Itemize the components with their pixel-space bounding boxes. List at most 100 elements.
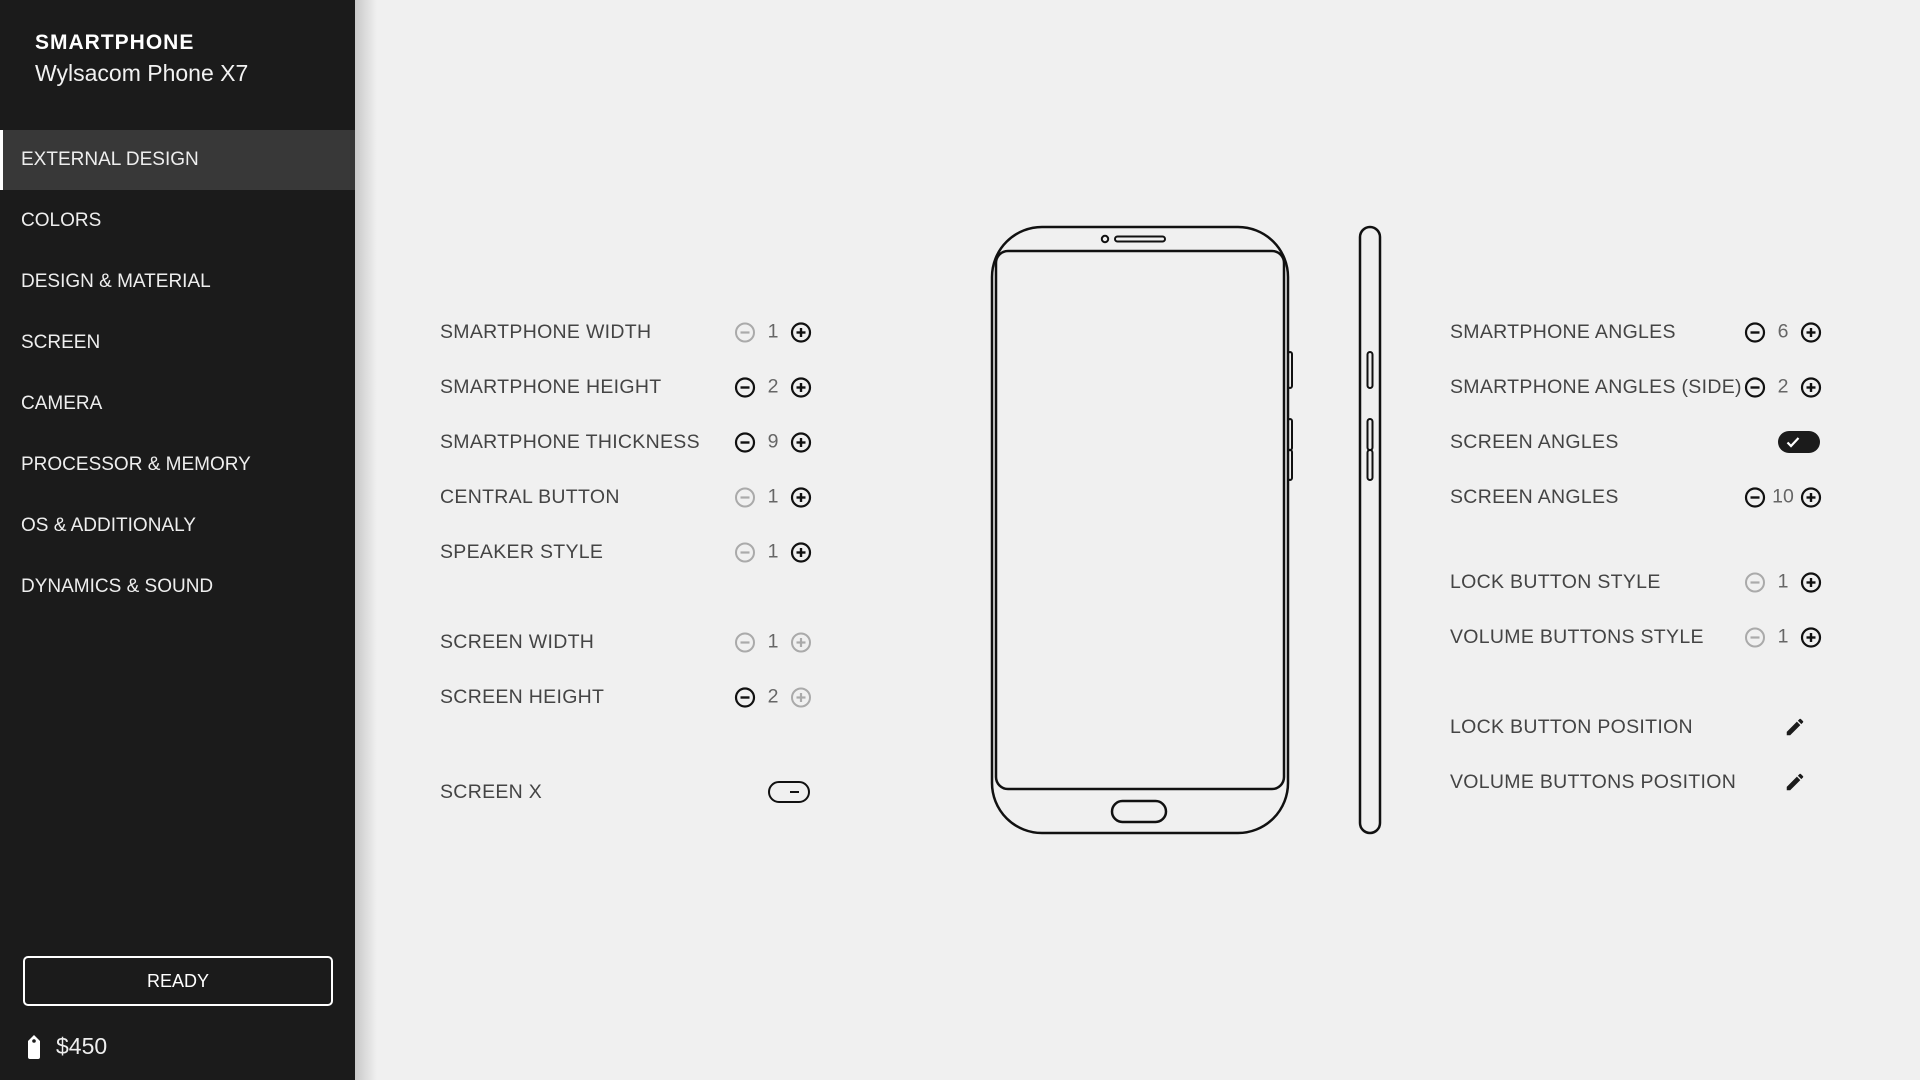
sidebar-item-screen[interactable]: SCREEN [21, 332, 101, 353]
stepper-value: 1 [1777, 570, 1789, 593]
product-name: Wylsacom Phone X7 [35, 60, 249, 86]
price-tag-icon [28, 1034, 40, 1059]
plus-circle-icon[interactable] [790, 541, 812, 563]
minus-circle-icon[interactable] [734, 631, 756, 653]
sidebar-item-camera[interactable]: CAMERA [21, 393, 103, 414]
plus-circle-icon[interactable] [1800, 376, 1822, 398]
pencil-icon[interactable] [1784, 771, 1806, 793]
option-smartphone-width: SMARTPHONE WIDTH 1 [440, 317, 812, 347]
plus-circle-icon[interactable] [790, 486, 812, 508]
edit-wrap [1784, 716, 1806, 738]
stepper-value: 2 [767, 375, 779, 398]
option-label: SCREEN ANGLES [1450, 430, 1619, 453]
minus-circle-icon[interactable] [734, 431, 756, 453]
minus-circle-icon[interactable] [734, 541, 756, 563]
brand: SMARTPHONE Wylsacom Phone X7 [35, 30, 248, 88]
option-smartphone-angles: SMARTPHONE ANGLES 6 [1450, 317, 1822, 347]
stepper: 6 [1744, 321, 1822, 344]
stepper-value: 1 [767, 485, 779, 508]
stepper: 1 [734, 541, 812, 564]
option-label: SCREEN X [440, 780, 543, 803]
option-label: SMARTPHONE ANGLES (SIDE) [1450, 375, 1742, 398]
stepper: 1 [1744, 571, 1822, 594]
stepper: 1 [1744, 626, 1822, 649]
option-smartphone-height: SMARTPHONE HEIGHT 2 [440, 372, 812, 402]
sidebar-item-processor-memory[interactable]: PROCESSOR & MEMORY [21, 454, 251, 475]
price-value: $450 [56, 1033, 108, 1059]
option-screen-angles: SCREEN ANGLES 10 [1450, 482, 1822, 512]
option-screen-x: SCREEN X [440, 777, 812, 807]
minus-circle-icon[interactable] [1744, 376, 1766, 398]
option-smartphone-thickness: SMARTPHONE THICKNESS 9 [440, 427, 812, 457]
toggle-wrap [768, 781, 810, 803]
option-label: SMARTPHONE THICKNESS [440, 430, 700, 453]
stepper-value: 1 [767, 320, 779, 343]
minus-circle-icon[interactable] [1744, 626, 1766, 648]
front-camera-icon [1100, 234, 1110, 244]
stepper: 1 [734, 321, 812, 344]
minus-circle-icon[interactable] [734, 686, 756, 708]
stepper: 9 [734, 431, 812, 454]
option-label: SCREEN HEIGHT [440, 685, 605, 708]
stepper-value: 1 [767, 630, 779, 653]
plus-circle-icon[interactable] [1800, 626, 1822, 648]
stepper: 1 [734, 631, 812, 654]
minus-circle-icon[interactable] [734, 486, 756, 508]
plus-circle-icon[interactable] [1800, 486, 1822, 508]
option-label: SCREEN ANGLES [1450, 485, 1619, 508]
minus-circle-icon[interactable] [1744, 571, 1766, 593]
minus-circle-icon[interactable] [734, 376, 756, 398]
option-label: LOCK BUTTON STYLE [1450, 570, 1661, 593]
option-label: SMARTPHONE ANGLES [1450, 320, 1676, 343]
option-label: SMARTPHONE WIDTH [440, 320, 652, 343]
sidebar-item-design-material[interactable]: DESIGN & MATERIAL [21, 271, 211, 292]
plus-circle-icon[interactable] [790, 431, 812, 453]
option-label: LOCK BUTTON POSITION [1450, 715, 1693, 738]
stepper-value: 2 [767, 685, 779, 708]
option-label: SMARTPHONE HEIGHT [440, 375, 662, 398]
product-category: SMARTPHONE [35, 31, 195, 54]
stepper-value: 1 [1777, 625, 1789, 648]
minus-circle-icon[interactable] [734, 321, 756, 343]
stepper-value: 9 [767, 430, 779, 453]
plus-circle-icon[interactable] [1800, 321, 1822, 343]
option-screen-height: SCREEN HEIGHT 2 [440, 682, 812, 712]
sidebar-item-dynamics-sound[interactable]: DYNAMICS & SOUND [21, 576, 214, 597]
option-label: VOLUME BUTTONS STYLE [1450, 625, 1704, 648]
option-label: VOLUME BUTTONS POSITION [1450, 770, 1737, 793]
plus-circle-icon[interactable] [790, 321, 812, 343]
option-lock-button-position: LOCK BUTTON POSITION [1450, 712, 1822, 742]
stepper: 2 [734, 376, 812, 399]
plus-circle-icon[interactable] [790, 376, 812, 398]
option-smartphone-angles-side: SMARTPHONE ANGLES (SIDE) 2 [1450, 372, 1822, 402]
plus-circle-icon[interactable] [790, 631, 812, 653]
option-label: SCREEN WIDTH [440, 630, 595, 653]
checkmark-icon [1786, 437, 1800, 448]
screen-x-toggle[interactable] [768, 781, 810, 803]
option-central-button: CENTRAL BUTTON 1 [440, 482, 812, 512]
plus-circle-icon[interactable] [790, 686, 812, 708]
minus-circle-icon[interactable] [1744, 321, 1766, 343]
sidebar: SMARTPHONE Wylsacom Phone X7 EXTERNAL DE… [0, 0, 355, 1080]
speaker-icon [1114, 235, 1166, 243]
stepper-value: 6 [1777, 320, 1789, 343]
home-button-icon [1110, 799, 1168, 824]
phone-front-preview [990, 225, 1382, 835]
plus-circle-icon[interactable] [1800, 571, 1822, 593]
toggle-wrap [1778, 431, 1820, 453]
minus-circle-icon[interactable] [1744, 486, 1766, 508]
option-lock-button-style: LOCK BUTTON STYLE 1 [1450, 567, 1822, 597]
sidebar-item-os-additionaly[interactable]: OS & ADDITIONALY [21, 515, 196, 536]
stepper-value: 1 [767, 540, 779, 563]
sidebar-item-external-design[interactable]: EXTERNAL DESIGN [0, 130, 355, 190]
sidebar-item-colors[interactable]: COLORS [21, 210, 102, 231]
pencil-icon[interactable] [1784, 716, 1806, 738]
ready-button[interactable]: READY [23, 956, 333, 1006]
sidebar-shadow [355, 0, 377, 1080]
option-screen-angles-toggle: SCREEN ANGLES [1450, 427, 1822, 457]
stepper: 2 [734, 686, 812, 709]
volume-down-icon [1287, 449, 1293, 481]
screen-angles-toggle[interactable] [1778, 431, 1820, 453]
option-volume-buttons-position: VOLUME BUTTONS POSITION [1450, 767, 1822, 797]
option-screen-width: SCREEN WIDTH 1 [440, 627, 812, 657]
